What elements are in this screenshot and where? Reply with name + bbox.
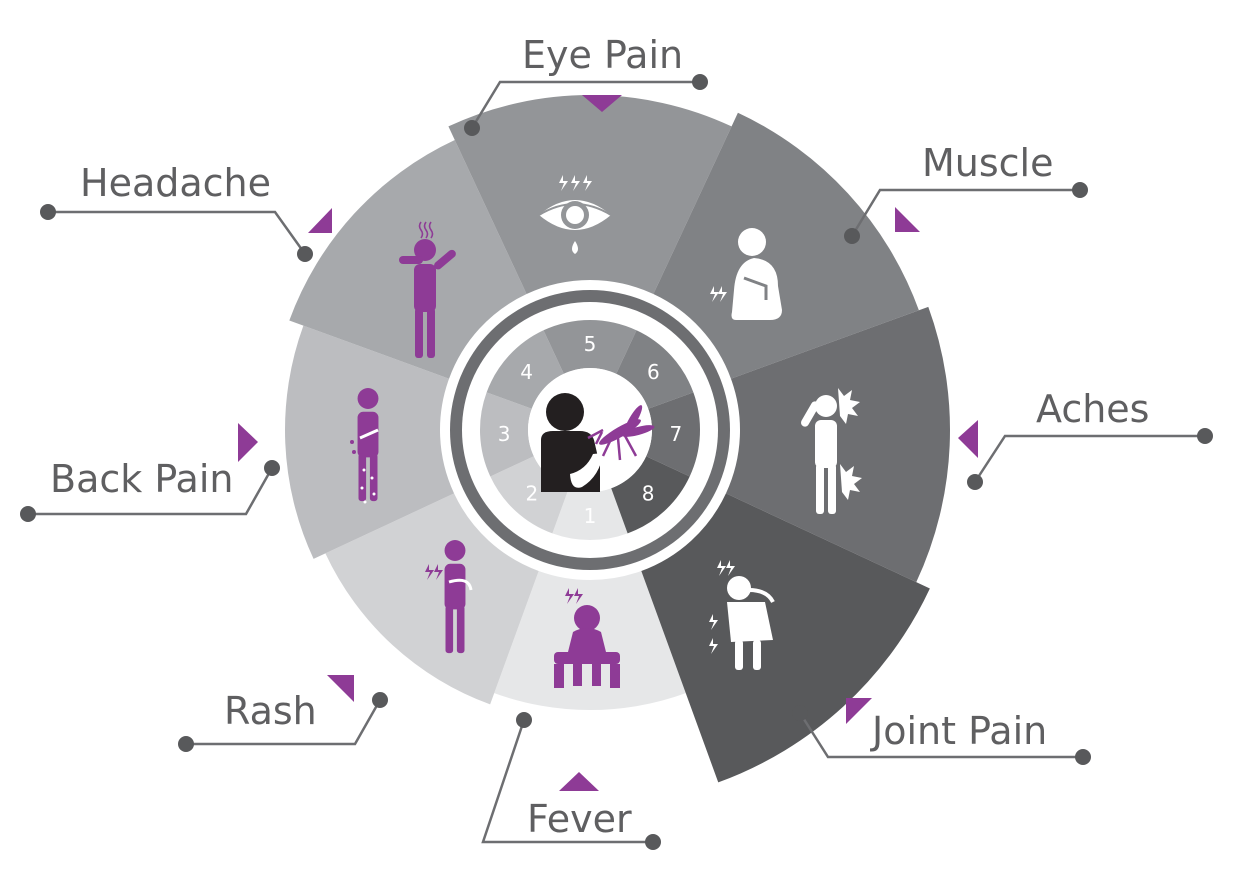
leader-dot [645, 834, 661, 850]
segment-rash [325, 493, 539, 705]
callout-back-pain: Back Pain [20, 423, 280, 522]
leader-dot [844, 228, 860, 244]
leader-line [850, 188, 1080, 237]
segment-number: 1 [584, 504, 597, 528]
leader-dot [297, 246, 313, 262]
pointer-triangle-icon [308, 208, 332, 233]
leader-dot [1075, 749, 1091, 765]
inner-segment-rash [490, 456, 569, 534]
sitting-person-icon [554, 588, 620, 688]
leader-line [186, 699, 382, 746]
label-back-pain: Back Pain [50, 457, 233, 501]
segment-number: 2 [526, 481, 539, 505]
leader-dot [967, 474, 983, 490]
leader-dot [516, 712, 532, 728]
leader-dot [40, 204, 56, 220]
inner-segment-back-pain [479, 392, 534, 477]
leader-dot [464, 120, 480, 136]
person-back-pain-icon [350, 388, 379, 504]
label-fever: Fever [527, 797, 632, 841]
pointer-triangle-icon [238, 423, 258, 462]
label-eye-pain: Eye Pain [522, 33, 683, 77]
mosquito-bite-icon [541, 393, 655, 492]
pointer-triangle-icon [582, 95, 622, 112]
label-aches: Aches [1036, 387, 1149, 431]
pointer-triangle-icon [895, 207, 920, 232]
segment-aches [725, 306, 950, 583]
kneeling-person-icon [710, 228, 782, 320]
segment-joint-pain [641, 493, 930, 783]
segment-number: 5 [584, 332, 597, 356]
person-rash-icon [425, 540, 473, 654]
leader-dot [372, 692, 388, 708]
segment-number: 4 [520, 360, 533, 384]
leader-line [798, 712, 1083, 759]
label-joint-pain: Joint Pain [870, 709, 1047, 753]
segment-number: 6 [647, 360, 660, 384]
pointer-triangle-icon [846, 698, 872, 724]
leader-dot [1072, 182, 1088, 198]
leader-dot [692, 74, 708, 90]
pointer-triangle-icon [559, 772, 599, 791]
leader-dot [264, 460, 280, 476]
label-rash: Rash [224, 689, 317, 733]
leader-line [28, 467, 274, 516]
eye-pain-icon [538, 175, 612, 254]
inner-segment-aches [646, 392, 700, 477]
pointer-triangle-icon [327, 675, 354, 702]
inner-segment-joint-pain [611, 456, 690, 534]
segment-number: 8 [642, 481, 655, 505]
label-muscle: Muscle [922, 141, 1054, 185]
segment-muscle [653, 112, 919, 379]
inner-segment-headache [486, 330, 564, 409]
segment-eye-pain [448, 95, 732, 295]
segment-number: 7 [670, 422, 683, 446]
callout-muscle: Muscle [844, 141, 1088, 244]
callout-rash: Rash [178, 675, 388, 752]
leader-dot [792, 705, 808, 721]
pointer-triangle-icon [958, 420, 978, 458]
woman-joint-pain-icon [709, 560, 775, 670]
leader-dot [1197, 428, 1213, 444]
leader-line [973, 434, 1205, 483]
leader-dot [20, 506, 36, 522]
inner-segment-muscle [616, 330, 694, 409]
callout-fever: Fever [481, 712, 661, 850]
leader-dot [178, 736, 194, 752]
segment-number: 3 [498, 422, 511, 446]
person-headache-icon [399, 221, 456, 358]
leader-line [48, 210, 307, 255]
callout-joint-pain: Joint Pain [792, 698, 1091, 765]
callout-headache: Headache [40, 161, 332, 262]
inner-segment-eye-pain [543, 319, 637, 374]
label-headache: Headache [80, 161, 271, 205]
inner-segment-fever [552, 488, 628, 540]
callout-aches: Aches [958, 387, 1213, 490]
callout-eye-pain: Eye Pain [464, 33, 708, 136]
leader-line [470, 80, 700, 129]
person-aches-icon [801, 388, 862, 514]
leader-line [481, 719, 653, 844]
